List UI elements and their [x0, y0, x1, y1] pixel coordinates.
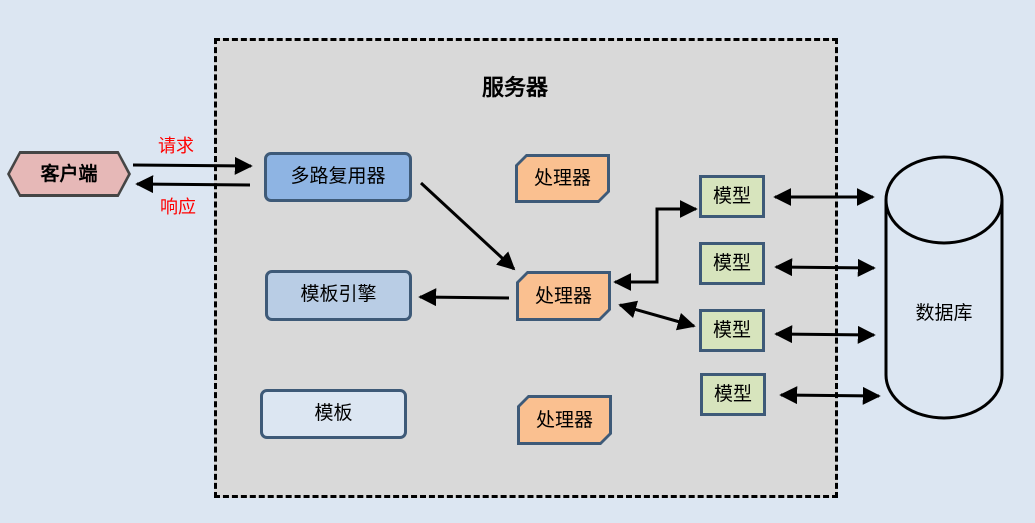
model3-db-arrow [774, 325, 876, 344]
template-engine-node: 模板引擎 [265, 270, 412, 321]
request-arrow [132, 156, 253, 175]
request-label: 请求 [158, 136, 194, 157]
template-node: 模板 [260, 389, 407, 439]
mux-to-handler-arrow [419, 181, 516, 271]
handler-node-bottom: 处理器 [520, 398, 609, 442]
server-title: 服务器 [481, 76, 548, 101]
handler-model1-arrow [613, 200, 698, 291]
handler-node-middle: 处理器 [519, 274, 608, 318]
model-node-2: 模型 [699, 242, 765, 285]
model2-db-arrow [774, 258, 876, 277]
model4-db-arrow [779, 386, 881, 405]
database-node [884, 155, 1004, 420]
response-label: 响应 [160, 197, 196, 218]
response-arrow [135, 175, 251, 194]
client-node: 客户端 [10, 154, 128, 194]
model-node-3: 模型 [699, 309, 765, 352]
model-node-1: 模型 [699, 175, 765, 218]
handler-model3-arrow [618, 300, 696, 331]
database-label: 数据库 [915, 302, 973, 324]
handler-to-engine-arrow [418, 288, 510, 307]
handler-node-top: 处理器 [518, 157, 607, 200]
multiplexer-node: 多路复用器 [264, 152, 412, 202]
model-node-4: 模型 [700, 373, 766, 416]
